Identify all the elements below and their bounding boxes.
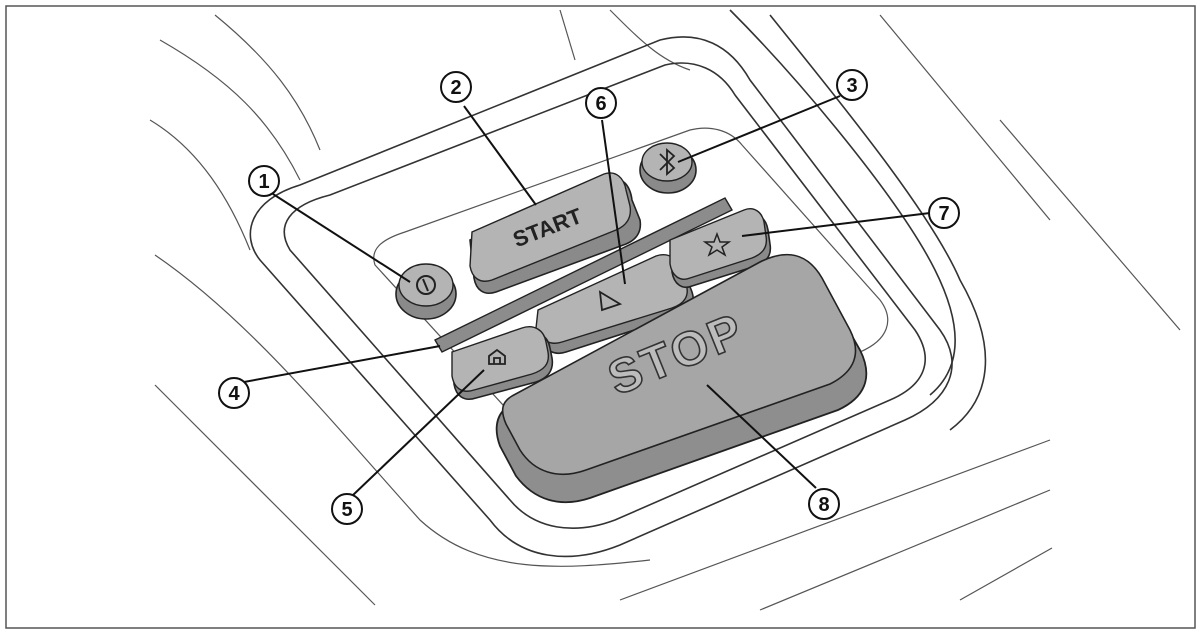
slot-strip (434, 197, 733, 353)
power-icon (416, 275, 436, 295)
callout-number: 6 (595, 93, 606, 115)
callout-3: 3 (836, 69, 868, 101)
callout-number: 3 (846, 75, 857, 97)
callout-number: 1 (258, 171, 269, 193)
callout-number: 8 (818, 494, 829, 516)
home-button[interactable] (451, 326, 554, 400)
callout-1: 1 (248, 165, 280, 197)
star-icon (702, 231, 732, 257)
bluetooth-icon (659, 148, 676, 176)
stop-button[interactable]: STOP (495, 253, 868, 504)
callout-number: 4 (228, 383, 240, 405)
callout-8: 8 (808, 488, 840, 520)
bluetooth-button[interactable] (639, 142, 697, 194)
power-button[interactable] (395, 263, 457, 320)
callout-5: 5 (331, 493, 363, 525)
callout-number: 5 (341, 499, 352, 521)
callout-number: 7 (938, 203, 949, 225)
play-triangle-icon (598, 290, 623, 312)
leader-lines (243, 95, 931, 497)
start-button[interactable]: START (469, 172, 642, 294)
callout-7: 7 (928, 197, 960, 229)
callout-2: 2 (440, 71, 472, 103)
callout-6: 6 (585, 87, 617, 119)
callout-number: 2 (450, 77, 461, 99)
home-icon (488, 348, 506, 365)
housing-contours (149, 9, 1181, 611)
callout-4: 4 (218, 377, 250, 409)
